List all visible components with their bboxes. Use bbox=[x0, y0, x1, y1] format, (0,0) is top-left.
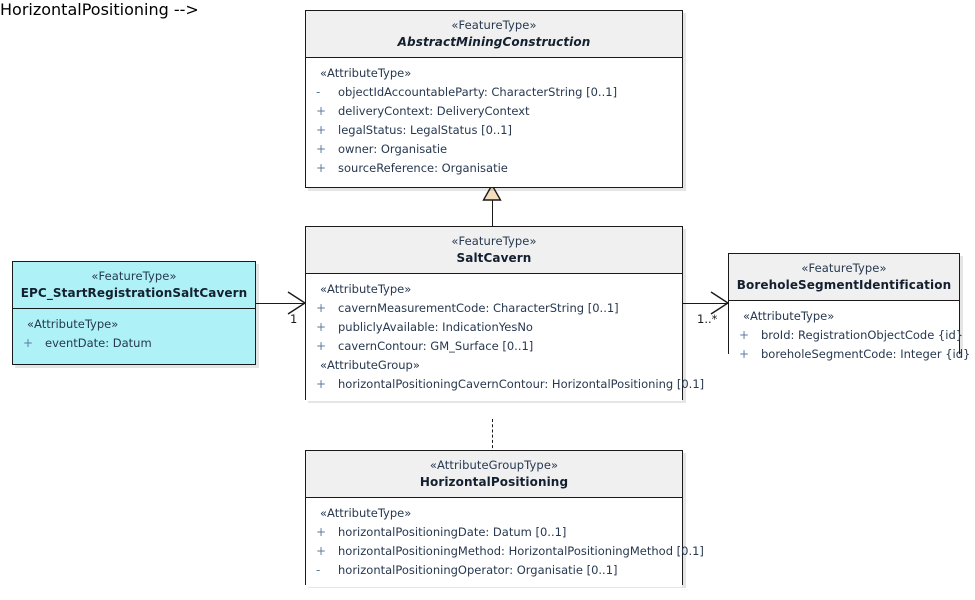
class-body: «AttributeType» + horizontalPositioningD… bbox=[306, 497, 704, 587]
class-header: «FeatureType» BoreholeSegmentIdentificat… bbox=[729, 254, 959, 301]
attribute-group-label: «AttributeType» bbox=[320, 505, 412, 520]
attribute-signature: objectIdAccountableParty: CharacterStrin… bbox=[338, 84, 618, 99]
attribute-row[interactable]: + broId: RegistrationObjectCode {id} bbox=[735, 326, 963, 345]
attribute-row[interactable]: + legalStatus: LegalStatus [0..1] bbox=[312, 121, 676, 140]
attribute-row[interactable]: + owner: Organisatie bbox=[312, 140, 676, 159]
class-box-epc-start-registration-salt-cavern[interactable]: «FeatureType» EPC_StartRegistrationSaltC… bbox=[12, 261, 256, 365]
attribute-signature: legalStatus: LegalStatus [0..1] bbox=[338, 122, 513, 137]
attribute-group-label: «AttributeGroup» bbox=[320, 357, 420, 372]
attribute-row[interactable]: + eventDate: Datum bbox=[19, 334, 249, 353]
multiplicity-label-borehole: 1..* bbox=[697, 312, 718, 326]
class-name: BoreholeSegmentIdentification bbox=[736, 277, 952, 292]
class-body: «AttributeType» + broId: RegistrationObj… bbox=[729, 300, 970, 371]
attribute-row[interactable]: + horizontalPositioningMethod: Horizonta… bbox=[312, 542, 704, 561]
attribute-signature: sourceReference: Organisatie bbox=[338, 160, 508, 175]
attribute-group-label: «AttributeType» bbox=[27, 316, 119, 331]
attribute-row[interactable]: + boreholeSegmentCode: Integer {id} bbox=[735, 345, 970, 364]
class-stereotype: «FeatureType» bbox=[451, 18, 537, 32]
dependency-line bbox=[492, 419, 493, 469]
attribute-signature: publiclyAvailable: IndicationYesNo bbox=[338, 319, 533, 334]
attribute-signature: horizontalPositioningCavernContour: Hori… bbox=[338, 376, 705, 391]
attribute-signature: broId: RegistrationObjectCode {id} bbox=[761, 327, 964, 342]
class-body: «AttributeType» + eventDate: Datum bbox=[13, 308, 255, 360]
visibility-marker: + bbox=[316, 319, 327, 334]
class-name: AbstractMiningConstruction bbox=[397, 34, 591, 49]
visibility-marker: + bbox=[316, 141, 327, 156]
visibility-marker: + bbox=[739, 346, 750, 361]
attribute-signature: deliveryContext: DeliveryContext bbox=[338, 103, 530, 118]
generalization-line bbox=[492, 198, 493, 228]
visibility-marker: + bbox=[316, 103, 327, 118]
class-header: «FeatureType» AbstractMiningConstruction bbox=[306, 11, 682, 58]
attribute-row[interactable]: + deliveryContext: DeliveryContext bbox=[312, 102, 676, 121]
attribute-signature: horizontalPositioningDate: Datum [0..1] bbox=[338, 524, 567, 539]
visibility-marker: + bbox=[316, 338, 327, 353]
visibility-marker: - bbox=[316, 84, 321, 99]
class-name: EPC_StartRegistrationSaltCavern bbox=[20, 285, 248, 300]
class-name: SaltCavern bbox=[456, 250, 532, 265]
class-header: «AttributeGroupType» HorizontalPositioni… bbox=[306, 451, 682, 498]
attribute-row[interactable]: - objectIdAccountableParty: CharacterStr… bbox=[312, 83, 676, 102]
visibility-marker: + bbox=[316, 160, 327, 175]
attribute-signature: boreholeSegmentCode: Integer {id} bbox=[761, 346, 971, 361]
class-stereotype: «AttributeGroupType» bbox=[429, 458, 559, 472]
visibility-marker: + bbox=[316, 300, 327, 315]
attribute-row[interactable]: + horizontalPositioningDate: Datum [0..1… bbox=[312, 523, 676, 542]
attribute-row[interactable]: + sourceReference: Organisatie bbox=[312, 159, 676, 178]
attribute-signature: horizontalPositioningOperator: Organisat… bbox=[338, 562, 618, 577]
attribute-group-label: «AttributeType» bbox=[320, 65, 412, 80]
class-box-salt-cavern[interactable]: «FeatureType» SaltCavern «AttributeType»… bbox=[305, 226, 704, 401]
attribute-signature: horizontalPositioningMethod: HorizontalP… bbox=[338, 543, 704, 558]
generalization-triangle-icon bbox=[482, 183, 502, 201]
visibility-marker: + bbox=[316, 376, 327, 391]
association-line bbox=[683, 303, 728, 304]
class-stereotype: «FeatureType» bbox=[801, 261, 887, 275]
class-header: «FeatureType» EPC_StartRegistrationSaltC… bbox=[13, 262, 255, 309]
attribute-group-label: «AttributeType» bbox=[320, 281, 412, 296]
attribute-row[interactable]: - horizontalPositioningOperator: Organis… bbox=[312, 561, 676, 580]
attribute-row[interactable]: + publiclyAvailable: IndicationYesNo bbox=[312, 318, 676, 337]
attribute-row[interactable]: + cavernMeasurementCode: CharacterString… bbox=[312, 299, 676, 318]
visibility-marker: + bbox=[316, 524, 327, 539]
attribute-signature: owner: Organisatie bbox=[338, 141, 448, 156]
association-line bbox=[256, 303, 305, 304]
visibility-marker: + bbox=[316, 122, 327, 137]
attribute-row[interactable]: + cavernContour: GM_Surface [0..1] bbox=[312, 337, 676, 356]
class-name: HorizontalPositioning bbox=[419, 474, 569, 489]
class-body: «AttributeType» + cavernMeasurementCode:… bbox=[306, 273, 704, 401]
attribute-row[interactable]: + horizontalPositioningCavernContour: Ho… bbox=[312, 375, 704, 394]
class-box-horizontal-positioning[interactable]: «AttributeGroupType» HorizontalPositioni… bbox=[305, 450, 704, 587]
multiplicity-label-saltcavern: 1 bbox=[290, 312, 298, 326]
class-stereotype: «FeatureType» bbox=[451, 234, 537, 248]
visibility-marker: + bbox=[23, 335, 34, 350]
class-stereotype: «FeatureType» bbox=[91, 269, 177, 283]
attribute-signature: cavernContour: GM_Surface [0..1] bbox=[338, 338, 534, 353]
class-body: «AttributeType» - objectIdAccountablePar… bbox=[306, 57, 682, 185]
visibility-marker: - bbox=[316, 562, 321, 577]
class-box-abstract-mining-construction[interactable]: «FeatureType» AbstractMiningConstruction… bbox=[305, 10, 683, 188]
visibility-marker: + bbox=[739, 327, 750, 342]
attribute-group-label: «AttributeType» bbox=[743, 308, 835, 323]
visibility-marker: + bbox=[316, 543, 327, 558]
class-box-borehole-segment-identification[interactable]: «FeatureType» BoreholeSegmentIdentificat… bbox=[728, 253, 970, 371]
class-header: «FeatureType» SaltCavern bbox=[306, 227, 682, 274]
attribute-signature: cavernMeasurementCode: CharacterString [… bbox=[338, 300, 619, 315]
attribute-signature: eventDate: Datum bbox=[45, 335, 152, 350]
